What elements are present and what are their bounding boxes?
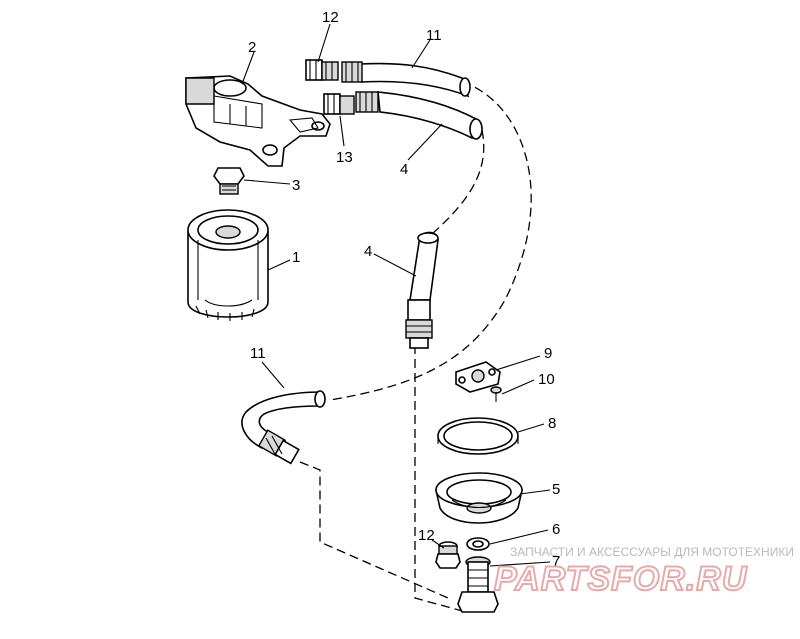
watermark-logo: PARTSFOR.RU (494, 560, 748, 598)
callout-5: 5 (552, 481, 560, 498)
oil-filter-part (187, 209, 269, 321)
fitting-12-bottom-part (435, 541, 461, 569)
fitting-13-part (323, 93, 355, 115)
hose-11-mid-part (241, 390, 326, 465)
ring-8-part (437, 417, 519, 455)
hose-11-top-part (341, 61, 471, 98)
callout-2: 2 (248, 39, 256, 56)
callout-labels: 2 12 11 13 4 3 1 4 11 9 10 8 5 6 7 12 (248, 9, 560, 570)
callout-1: 1 (292, 249, 300, 266)
bolt-7-part (457, 556, 499, 613)
filter-bracket-part (185, 75, 331, 167)
housing-5-part (435, 472, 523, 524)
callout-4-mid: 4 (364, 243, 372, 260)
callout-6: 6 (552, 521, 560, 538)
watermark: ЗАПЧАСТИ И АКСЕССУАРЫ ДЛЯ МОТОТЕХНИКИ PA… (493, 545, 794, 599)
callout-9: 9 (544, 345, 552, 362)
callout-3: 3 (292, 177, 300, 194)
fitting-12-top-part (305, 59, 339, 81)
hose-4-top-part (355, 91, 483, 140)
callout-11-mid: 11 (250, 345, 266, 362)
callout-13: 13 (336, 149, 353, 166)
washer-6-part (466, 537, 490, 551)
adapter-bolt-part (213, 167, 245, 195)
watermark-caption: ЗАПЧАСТИ И АКСЕССУАРЫ ДЛЯ МОТОТЕХНИКИ (510, 545, 794, 559)
callout-7: 7 (552, 553, 560, 570)
callout-10: 10 (538, 371, 555, 388)
callout-12-bottom: 12 (418, 527, 435, 544)
hose-route-lines (299, 81, 532, 613)
callout-4-top: 4 (400, 161, 408, 178)
plate-9-part (455, 361, 501, 393)
callout-12-top: 12 (322, 9, 339, 26)
leader-lines (241, 23, 551, 567)
hose-4-mid-part (405, 231, 439, 349)
callout-8: 8 (548, 415, 556, 432)
screw-10-part (490, 386, 502, 402)
callout-11-top: 11 (426, 27, 442, 44)
